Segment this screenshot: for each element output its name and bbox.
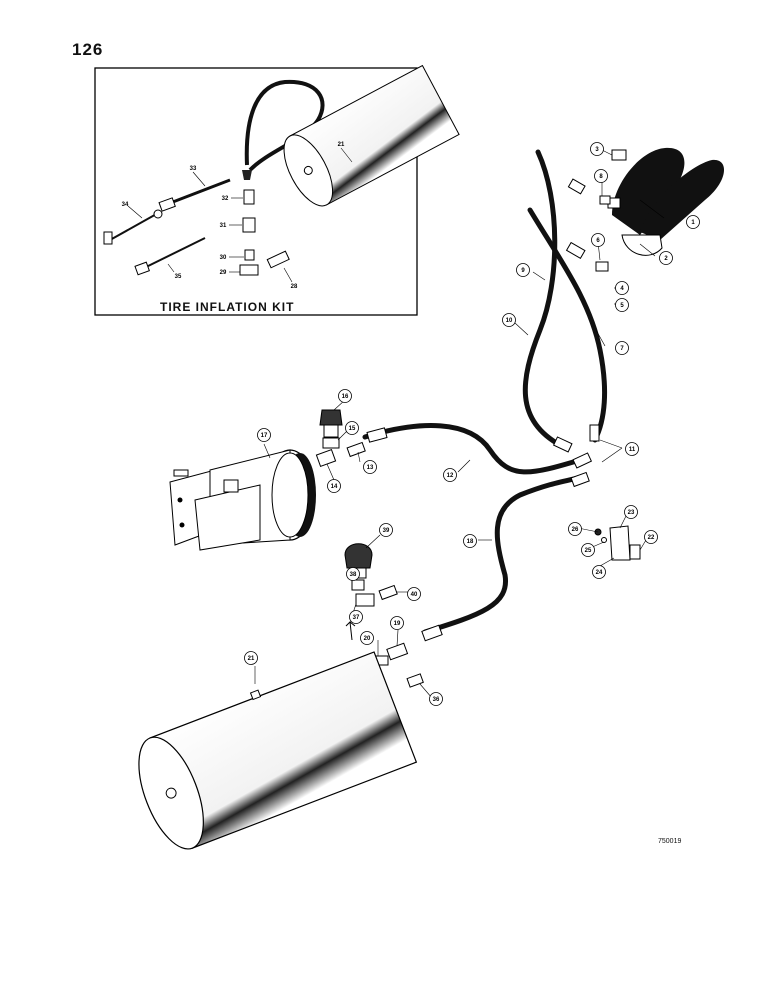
callout-markers xyxy=(244,142,700,706)
callout-8: 8 xyxy=(599,174,603,180)
tire-inflation-kit-inset xyxy=(94,64,460,316)
callout-7: 7 xyxy=(620,346,624,352)
callout-38: 38 xyxy=(350,572,357,578)
callout-28: 28 xyxy=(291,284,298,290)
callout-30: 30 xyxy=(220,255,227,261)
callout-24: 24 xyxy=(596,570,603,576)
callout-10: 10 xyxy=(506,318,513,324)
callout-18: 18 xyxy=(467,539,474,545)
hose-assemblies xyxy=(362,149,608,635)
callout-11: 11 xyxy=(629,447,636,453)
air-compressor xyxy=(169,449,316,551)
callout-19: 19 xyxy=(394,621,401,627)
callout-4: 4 xyxy=(620,286,624,292)
callout-labels: 1 2 3 4 5 6 7 8 9 10 11 12 13 14 15 16 1… xyxy=(122,142,696,703)
callout-14: 14 xyxy=(331,484,338,490)
callout-33: 33 xyxy=(190,166,197,172)
callout-9: 9 xyxy=(521,268,525,274)
callout-1: 1 xyxy=(691,220,695,226)
callout-5: 5 xyxy=(620,303,624,309)
callout-36: 36 xyxy=(433,697,440,703)
callout-40: 40 xyxy=(411,592,418,598)
callout-31: 31 xyxy=(220,223,227,229)
figure-code: 750019 xyxy=(658,838,682,845)
callout-25: 25 xyxy=(585,548,592,554)
callout-22: 22 xyxy=(648,535,655,541)
callout-34: 34 xyxy=(122,202,129,208)
callout-37: 37 xyxy=(353,615,360,621)
callout-13: 13 xyxy=(367,465,374,471)
callout-29: 29 xyxy=(220,270,227,276)
callout-21-inset: 21 xyxy=(338,142,345,148)
air-tank xyxy=(138,651,418,850)
callout-39: 39 xyxy=(383,528,390,534)
page-number: 126 xyxy=(72,40,104,59)
callout-6: 6 xyxy=(596,238,600,244)
callout-17: 17 xyxy=(261,433,268,439)
callout-23: 23 xyxy=(628,510,635,516)
treadle-valve xyxy=(607,147,725,256)
callout-21-main: 21 xyxy=(248,656,255,662)
callout-3: 3 xyxy=(595,147,599,153)
callout-2: 2 xyxy=(664,256,668,262)
callout-26: 26 xyxy=(572,527,579,533)
callout-15: 15 xyxy=(349,426,356,432)
callout-16: 16 xyxy=(342,394,349,400)
callout-35: 35 xyxy=(175,274,182,280)
callout-12: 12 xyxy=(447,473,454,479)
callout-32: 32 xyxy=(222,196,229,202)
inset-title: TIRE INFLATION KIT xyxy=(160,300,295,314)
callout-20: 20 xyxy=(364,636,371,642)
